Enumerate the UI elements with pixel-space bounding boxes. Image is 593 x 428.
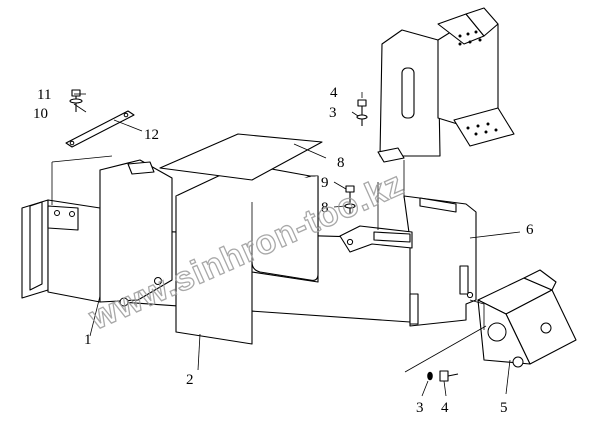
callout-12: 12: [144, 127, 159, 143]
callout-6: 6: [526, 222, 534, 238]
callout-3-upper: 3: [329, 105, 337, 121]
callout-numbers: 1 2 3 3 4 4 5 6 8 8 9 10 11 12: [33, 85, 534, 416]
part-8-cover-plate: [159, 133, 323, 181]
part-1-left-bracket: [21, 155, 173, 307]
callout-2: 2: [186, 372, 194, 388]
callout-5: 5: [500, 400, 508, 416]
leader-lines: [73, 92, 521, 397]
callout-4-lower: 4: [441, 400, 449, 416]
callout-8-mid: 8: [321, 200, 329, 216]
upper-step-frame: [377, 7, 515, 163]
callout-11: 11: [37, 87, 51, 103]
part-5-lower-step: [469, 269, 577, 368]
parts-3-4-lower-bolt: [404, 325, 487, 382]
callout-9: 9: [321, 175, 329, 191]
part-12-strap: [65, 110, 135, 148]
part-6-rear-bracket: [339, 160, 477, 327]
callout-1: 1: [84, 332, 92, 348]
callout-3-lower: 3: [416, 400, 424, 416]
parts-10-11-bolt: [69, 89, 83, 112]
part-2-u-cover: [175, 163, 319, 345]
callout-4-upper: 4: [330, 85, 338, 101]
callout-8-top: 8: [337, 155, 345, 171]
callout-10: 10: [33, 106, 48, 122]
parts-3-4-upper-bolt: [356, 99, 368, 126]
